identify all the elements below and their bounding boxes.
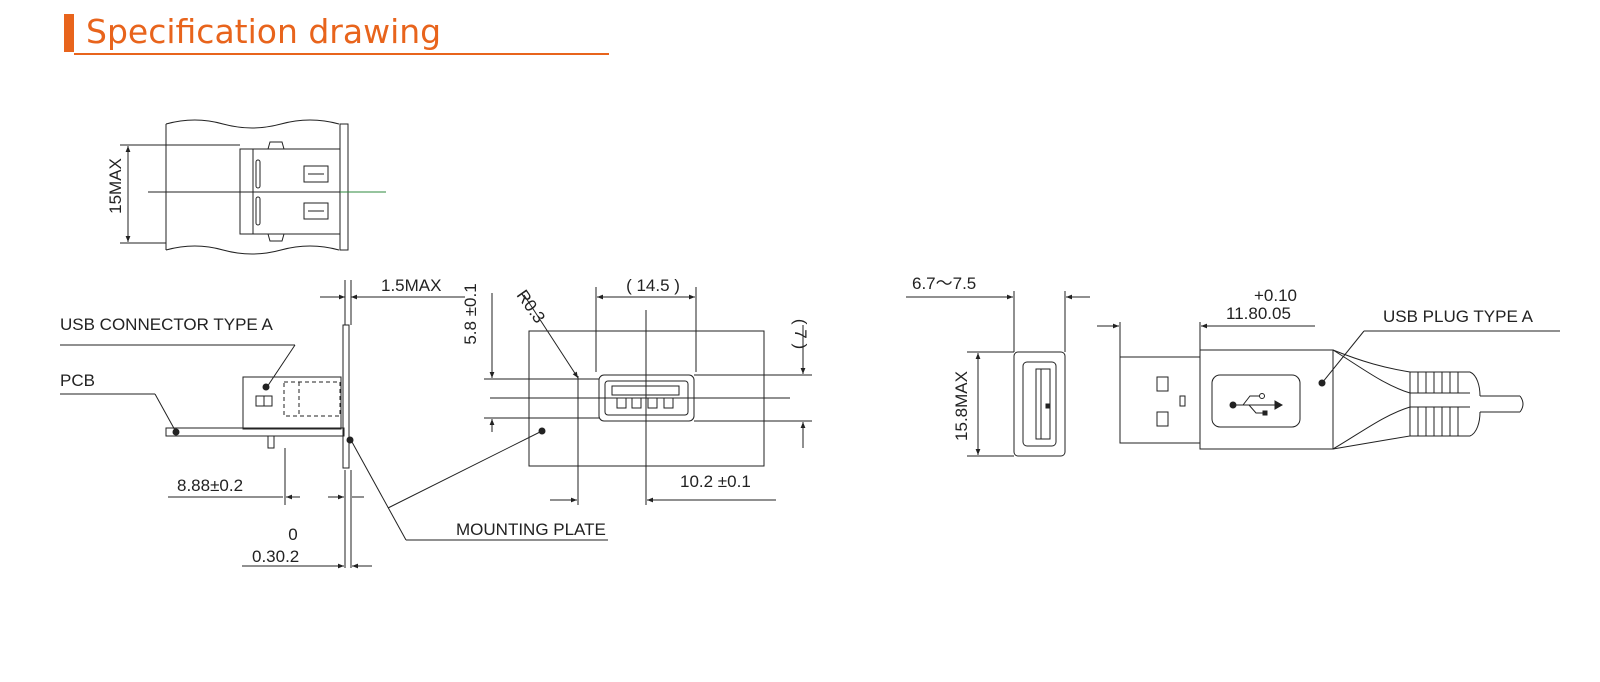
label-usb-plug: USB PLUG TYPE A — [1383, 307, 1534, 326]
dim-14-5: ( 14.5 ) — [626, 276, 680, 295]
usb-plug-side-view — [1097, 322, 1560, 450]
dim-7-ref: ( 7 ) — [791, 319, 810, 349]
heading-accent-bar — [64, 14, 74, 52]
front-view — [351, 287, 812, 541]
side-view — [60, 280, 465, 569]
dim-5-8: 5.8 ±0.1 — [461, 283, 480, 344]
dim-15-8max: 15.8MAX — [952, 371, 971, 441]
section-heading: Specification drawing — [64, 12, 609, 55]
dim-offset-lower: 0.30.2 — [252, 547, 299, 566]
heading-underline — [74, 53, 609, 55]
label-pcb: PCB — [60, 371, 95, 390]
dim-1-5max: 1.5MAX — [381, 276, 441, 295]
dim-offset-upper: 0 — [288, 525, 297, 544]
dim-6-7-7-5: 6.7～7.5 — [912, 274, 976, 293]
dim-tol-upper: +0.10 — [1254, 286, 1297, 305]
label-mounting-plate: MOUNTING PLATE — [456, 520, 606, 539]
dim-10-2: 10.2 ±0.1 — [680, 472, 751, 491]
dim-r0-3: R0.3 — [513, 286, 549, 326]
top-view — [120, 119, 386, 255]
page-title: Specification drawing — [86, 12, 442, 51]
dim-11-8: 11.80.05 — [1226, 304, 1291, 323]
dim-15max: 15MAX — [106, 158, 125, 214]
dim-8-88: 8.88±0.2 — [177, 476, 243, 495]
label-usb-connector: USB CONNECTOR TYPE A — [60, 315, 274, 334]
plug-end-view — [906, 291, 1090, 457]
